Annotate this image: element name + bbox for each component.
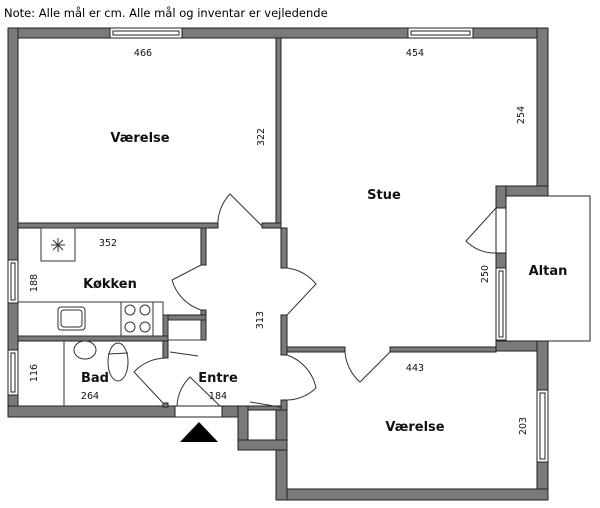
dim-entrance-width: 184: [209, 391, 227, 402]
label-living: Stue: [367, 188, 401, 203]
dim-kitchen-depth: 188: [29, 274, 40, 292]
label-bedroom-top: Værelse: [110, 131, 169, 146]
doors: [133, 193, 497, 408]
entrance-arrow-icon: [180, 422, 218, 442]
dim-entrance-depth: 313: [255, 311, 266, 329]
dim-kitchen-width: 352: [99, 238, 117, 249]
label-kitchen: Køkken: [83, 277, 137, 292]
dimension-labels: 466 454 322 254 352 188 313 250 443 116 …: [29, 48, 529, 435]
label-balcony: Altan: [529, 264, 568, 279]
label-bath: Bad: [81, 371, 109, 386]
label-entrance: Entre: [198, 371, 238, 386]
dim-living-depth-balcony: 250: [480, 265, 491, 283]
toilet: [107, 342, 129, 382]
cabinet: [167, 319, 202, 341]
dim-bedroom-bottom-width: 443: [406, 363, 424, 374]
dim-living-depth-top: 254: [516, 106, 527, 124]
dim-bedroom-bottom-depth: 203: [518, 417, 529, 435]
dim-bedroom-top-width: 466: [134, 48, 152, 59]
windows: [7, 27, 549, 463]
dim-living-width: 454: [406, 48, 424, 59]
dim-bath-width: 264: [81, 391, 99, 402]
walls: [7, 27, 549, 501]
note-text: Note: Alle mål er cm. Alle mål og invent…: [4, 6, 328, 20]
dim-bath-depth: 116: [29, 364, 40, 382]
dim-bedroom-top-depth: 322: [256, 128, 267, 146]
label-bedroom-bottom: Værelse: [385, 420, 444, 435]
room-labels: Værelse Stue Køkken Bad Entre Altan Være…: [81, 131, 567, 435]
balcony: [505, 195, 591, 342]
fixtures: [17, 227, 202, 406]
washbasin: [73, 340, 97, 360]
